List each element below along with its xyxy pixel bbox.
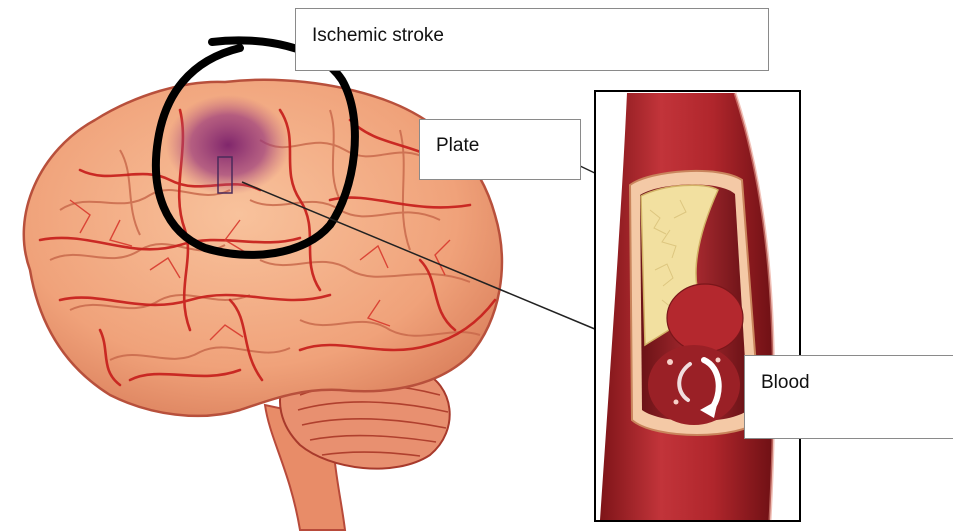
blood-clot [667,284,743,352]
blood-label-text: Blood [761,372,810,393]
lumen-opening [648,345,740,425]
artery-illustration [595,91,800,521]
ischemic-stroke-label: Ischemic stroke [295,8,769,71]
stroke-affected-area [166,95,290,195]
blood-label: Blood [744,355,953,439]
plate-label-text: Plate [436,135,479,156]
plate-label: Plate [419,119,581,180]
ischemic-stroke-label-text: Ischemic stroke [312,25,444,46]
